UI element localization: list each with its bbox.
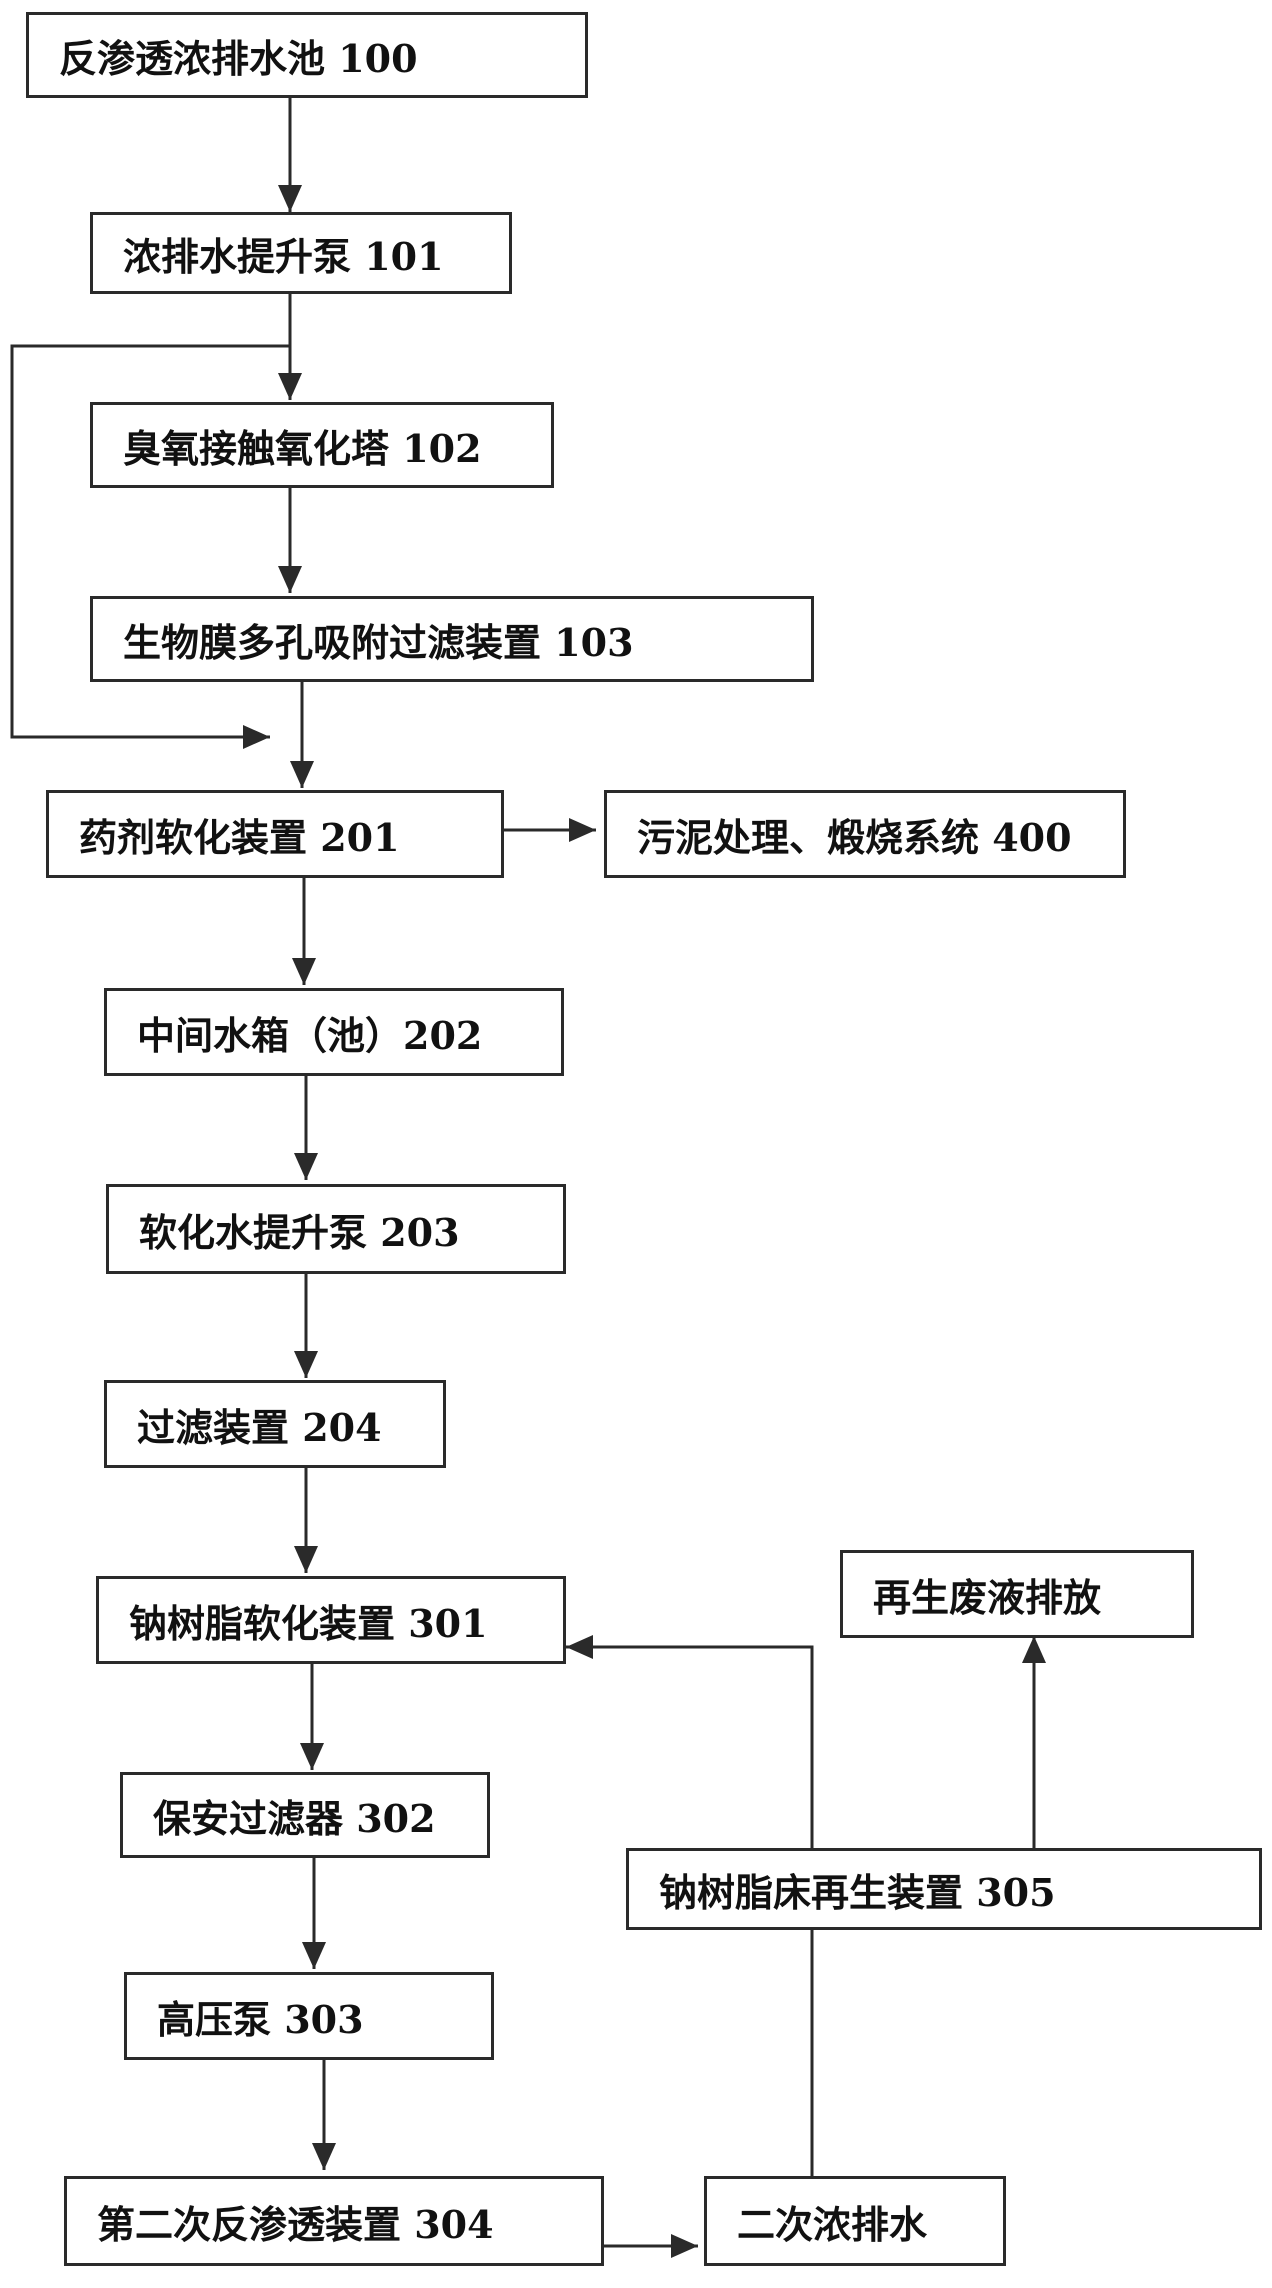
node-regen-waste-discharge: 再生废液排放 xyxy=(840,1550,1194,1638)
bypass-line-101-to-201 xyxy=(10,344,290,749)
node-second-ro-304: 第二次反渗透装置 304 xyxy=(64,2176,604,2266)
node-brine-lift-pump-101: 浓排水提升泵 101 xyxy=(90,212,512,294)
node-filter-device-204: 过滤装置 204 xyxy=(104,1380,446,1468)
node-sludge-calcination-400: 污泥处理、煅烧系统 400 xyxy=(604,790,1126,878)
node-secondary-brine: 二次浓排水 xyxy=(704,2176,1006,2266)
node-high-pressure-pump-303: 高压泵 303 xyxy=(124,1972,494,2060)
node-softened-lift-pump-203: 软化水提升泵 203 xyxy=(106,1184,566,1274)
node-resin-regeneration-305: 钠树脂床再生装置 305 xyxy=(626,1848,1262,1930)
arrow-305-to-301 xyxy=(566,1635,814,1848)
node-ro-brine-pool-100: 反渗透浓排水池 100 xyxy=(26,12,588,98)
node-sodium-resin-softening-301: 钠树脂软化装置 301 xyxy=(96,1576,566,1664)
node-chemical-softening-201: 药剂软化装置 201 xyxy=(46,790,504,878)
node-security-filter-302: 保安过滤器 302 xyxy=(120,1772,490,1858)
node-intermediate-tank-202: 中间水箱（池）202 xyxy=(104,988,564,1076)
node-ozone-contact-tower-102: 臭氧接触氧化塔 102 xyxy=(90,402,554,488)
node-biofilm-filter-103: 生物膜多孔吸附过滤装置 103 xyxy=(90,596,814,682)
